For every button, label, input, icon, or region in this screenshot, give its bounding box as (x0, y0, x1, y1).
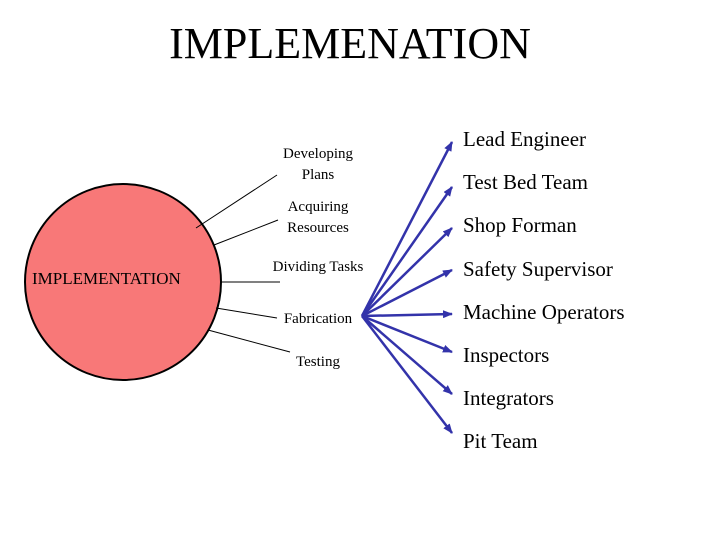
role-arrows (360, 141, 454, 434)
task-acquiring-resources: Acquiring Resources (287, 199, 349, 236)
role-inspectors: Inspectors (463, 343, 550, 367)
arrow-to-role-3 (361, 268, 453, 318)
arrow-to-role-6 (361, 315, 453, 395)
arrow-to-role-7 (361, 315, 453, 434)
task-fabrication: Fabrication (283, 311, 353, 327)
task-dividing-tasks: Dividing Tasks (272, 259, 364, 275)
slide-title: IMPLEMENATION (169, 19, 531, 68)
task-testing: Testing (296, 354, 340, 370)
connector-testing (207, 329, 291, 353)
role-lead-engineer: Lead Engineer (463, 127, 587, 151)
arrow-to-role-1 (360, 186, 454, 317)
role-shop-forman: Shop Forman (463, 213, 577, 237)
arrow-to-role-2 (361, 227, 453, 317)
role-test-bed-team: Test Bed Team (463, 170, 588, 194)
arrow-to-role-5 (361, 314, 453, 354)
role-machine-operators: Machine Operators (463, 300, 625, 324)
arrow-to-role-4 (361, 310, 453, 319)
role-safety-supervisor: Safety Supervisor (463, 257, 613, 281)
connector-fabrication (215, 307, 278, 319)
connector-developing-plans (195, 174, 278, 229)
role-integrators: Integrators (463, 386, 554, 410)
role-pit-team: Pit Team (463, 429, 538, 453)
task-developing-plans: Developing Plans (283, 146, 353, 183)
connector-acquiring-resources (213, 219, 279, 246)
circle-label: IMPLEMENTATION (32, 269, 181, 288)
arrow-to-role-0 (360, 141, 454, 317)
